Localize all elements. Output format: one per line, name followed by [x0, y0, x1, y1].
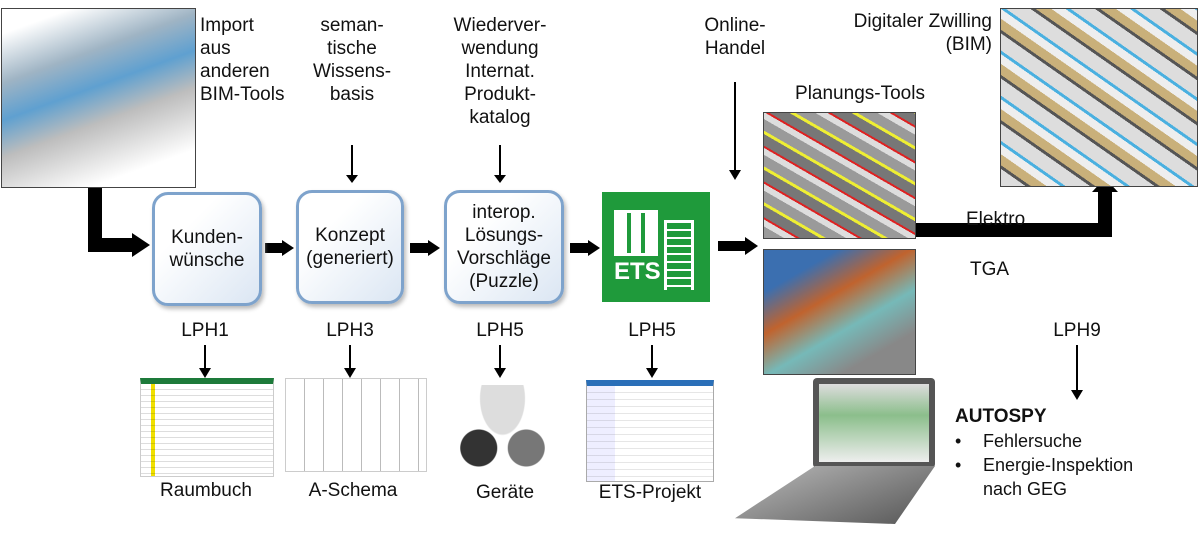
- online-label: Online-Handel: [704, 15, 766, 59]
- laptop-image: [735, 378, 935, 526]
- phase-label: LPH5: [476, 320, 524, 341]
- geraete-image: [455, 385, 550, 475]
- import-arrow: [88, 188, 132, 252]
- bim-import-image: [1, 8, 196, 188]
- planning-tools-image: [763, 112, 916, 239]
- ets-logo: ETS: [602, 192, 710, 302]
- step-loesungsvorschlaege: interop.Lösungs-Vorschläge(Puzzle): [444, 190, 564, 304]
- ets-building-icon: [614, 210, 658, 256]
- ets-projekt-caption: ETS-Projekt: [598, 482, 702, 503]
- phase-label: LPH3: [326, 320, 374, 341]
- a-schema-image: [285, 378, 427, 472]
- digital-twin-image: [1000, 8, 1198, 187]
- raumbuch-image: [140, 378, 274, 477]
- phase-label: LPH9: [1053, 320, 1101, 341]
- elektro-label: Elektro: [966, 209, 1026, 230]
- elektro-arrow: [914, 190, 1112, 237]
- ets-projekt-image: [586, 380, 714, 482]
- tga-label: TGA: [970, 259, 1010, 280]
- raumbuch-caption: Raumbuch: [160, 480, 252, 501]
- phase-label: LPH5: [628, 320, 676, 341]
- twin-label: Digitaler Zwilling(BIM): [853, 11, 992, 55]
- step-konzept: Konzept(generiert): [296, 190, 404, 304]
- autospy-section: AUTOSPY •Fehlersuche •Energie-Inspektion…: [955, 406, 1134, 499]
- geraete-caption: Geräte: [475, 482, 535, 503]
- a-schema-caption: A-Schema: [308, 480, 398, 501]
- planning-tools-label: Planungs-Tools: [795, 83, 925, 104]
- tga-image: [763, 249, 916, 375]
- phase-label: LPH1: [181, 320, 229, 341]
- step-kundenwuensche: Kunden-wünsche: [152, 192, 262, 306]
